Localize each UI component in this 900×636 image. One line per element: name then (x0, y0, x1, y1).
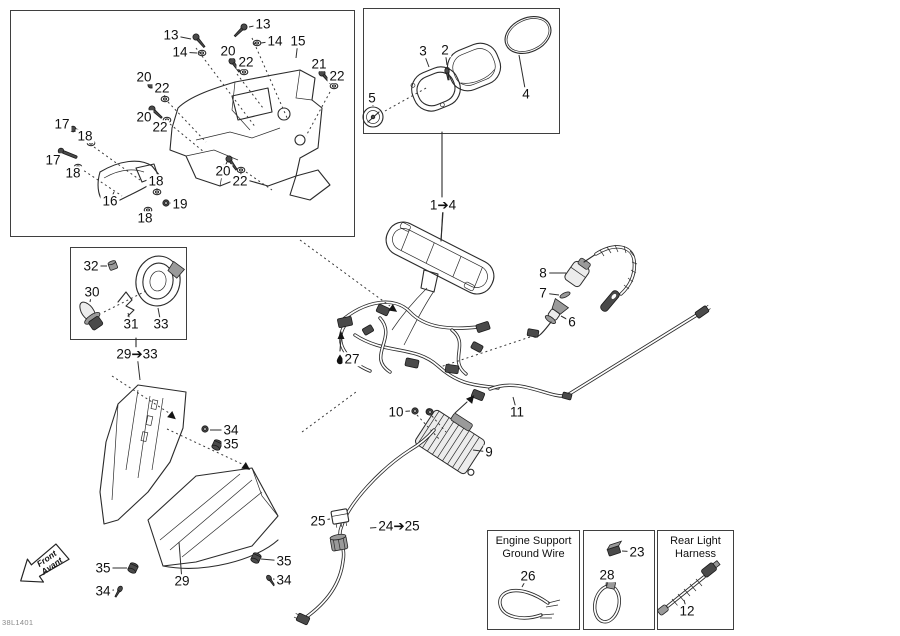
headlight-drawing (99, 375, 279, 599)
callout-leader-line (243, 61, 247, 71)
clip-clamp-box (583, 530, 655, 630)
clip-and-clamp-drawing (592, 540, 623, 624)
voltage-regulator-drawing (411, 395, 486, 476)
callout-leader-line (178, 541, 183, 582)
callout-leader-line (169, 202, 181, 205)
gauge-cluster-drawing (385, 221, 495, 346)
rear-light-harness-drawing (657, 560, 721, 616)
callout-leader-line (136, 353, 141, 381)
callout-leader-line (127, 312, 132, 325)
callout-leader-line (143, 76, 151, 85)
callout-leader-line (159, 120, 167, 128)
callout-leader-line (248, 23, 264, 28)
callout-leader-line (155, 180, 158, 190)
callout-leader-line (227, 50, 232, 61)
bracket-assembly-box (10, 10, 355, 237)
callout-leader-line (272, 578, 285, 581)
callout-leader-line (157, 307, 162, 325)
main-harness-drawing (299, 239, 711, 433)
figure-code: 38L1401 (2, 618, 34, 627)
callout-leader-line (52, 152, 61, 161)
callout-leader-line (371, 97, 374, 107)
callout-leader-line (72, 166, 78, 174)
lubricant-droplet-icon (336, 354, 344, 365)
halogen-bulb-drawing (79, 301, 104, 331)
engine-ground-title-line1: Engine Support (495, 535, 572, 547)
bracket-assembly-drawing (56, 22, 339, 214)
callout-leader-line (521, 575, 529, 588)
callout-leader-line (472, 449, 490, 453)
callout-leader-line (260, 40, 276, 44)
callout-leader-line (89, 291, 93, 303)
engine-ground-wire-box: Engine Support Ground Wire (487, 530, 580, 630)
callout-leader-line (239, 172, 242, 182)
bulb-assembly-box (70, 247, 187, 340)
callout-leader-line (144, 211, 148, 219)
callout-leader-line (369, 525, 400, 529)
callout-leader-line (605, 574, 608, 587)
callout-leader-line (84, 135, 91, 142)
rear-light-title-line1: Rear Light (670, 535, 721, 547)
callout-leader-line (334, 75, 338, 85)
dess-post-drawing (544, 297, 570, 324)
callout-leader-line (318, 63, 323, 73)
callout-leader-line (61, 123, 72, 129)
callout-leader-line (422, 50, 430, 68)
callout-leader-line (518, 54, 527, 95)
rear-light-title-line2: Harness (675, 548, 716, 561)
callout-leader-line (512, 396, 518, 413)
callout-leader-line (683, 599, 688, 612)
callout-leader-line (317, 518, 331, 522)
engine-ground-title-line2: Ground Wire (502, 548, 565, 561)
callout-leader-line (221, 443, 232, 446)
callout-leader-line (222, 161, 228, 172)
callout-leader-line (102, 589, 115, 592)
engine-ground-wire-drawing (498, 588, 561, 620)
gauge-assembly-box (363, 8, 560, 134)
callout-leader-line (109, 191, 115, 202)
callout-leader-line (143, 109, 152, 118)
callout-leader-line (395, 410, 411, 413)
callout-leader-line (440, 204, 444, 242)
tether-cord-drawing (526, 244, 638, 338)
callout-leader-line (444, 49, 448, 66)
callout-leader-line (542, 292, 560, 296)
accessory-cable-drawing (293, 428, 436, 626)
callout-leader-line (260, 558, 285, 562)
gauge-exploded-drawing (362, 16, 552, 128)
callout-leader-line (621, 550, 638, 553)
callout-leader-line (560, 315, 573, 323)
rear-light-harness-box: Rear Light Harness (657, 530, 734, 630)
callout-leader-line (179, 51, 198, 54)
callout-leader-line (170, 34, 192, 40)
bulb-assembly-drawing (79, 255, 185, 331)
callout-leader-line (161, 87, 166, 98)
callout-leader-line (295, 40, 299, 59)
